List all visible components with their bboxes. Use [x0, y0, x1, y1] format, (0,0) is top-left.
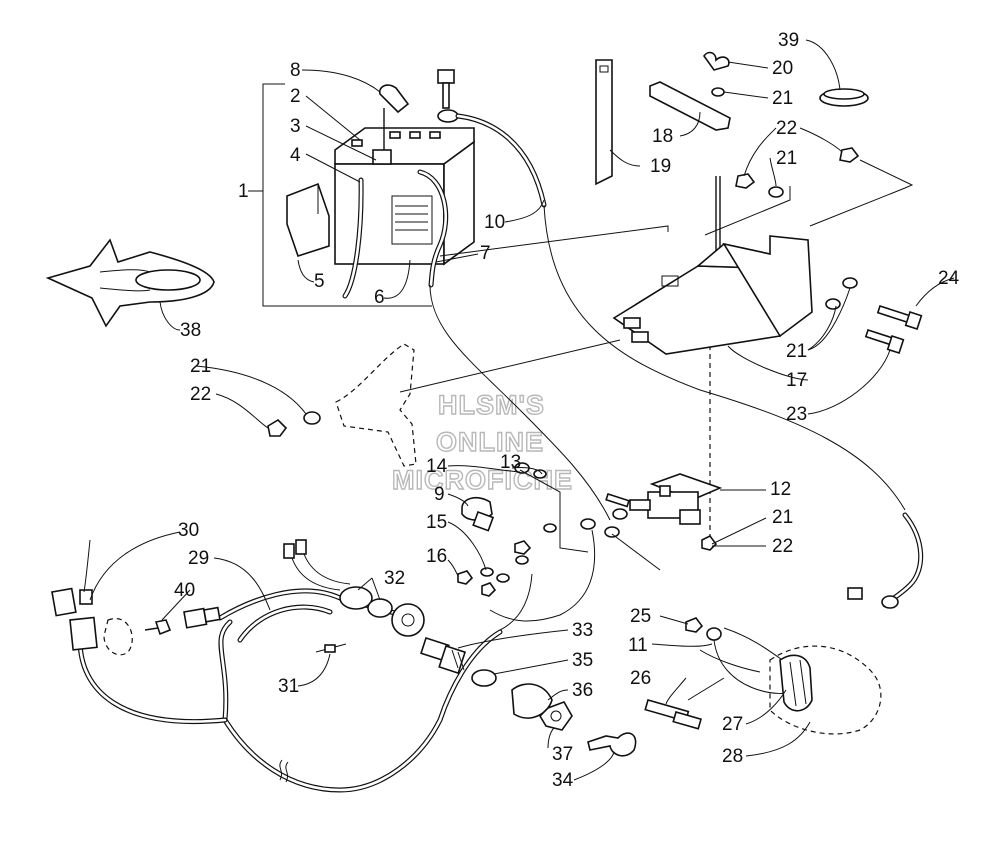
callout-8: 8	[290, 60, 301, 81]
springs	[644, 677, 725, 730]
battery-tray	[612, 235, 813, 355]
mounting-bracket	[267, 343, 417, 467]
callout-37: 37	[552, 744, 573, 765]
callout-18: 18	[652, 126, 673, 147]
watermark: HLSM'S ONLINE MICROFICHE	[391, 389, 573, 495]
callout-40: 40	[174, 580, 195, 601]
callout-16: 16	[426, 546, 447, 567]
diode	[315, 643, 347, 653]
callout-31: 31	[278, 676, 299, 697]
callout-21-c: 21	[786, 341, 807, 362]
starter-motor	[769, 645, 882, 735]
callouts: 1 2 3 4 5 6 7 8 9 10 11 12 13 14 15 16 1…	[174, 30, 960, 791]
watermark-line-2: ONLINE	[436, 427, 544, 457]
battery-terminal	[372, 149, 392, 165]
callout-22-b: 22	[190, 384, 211, 405]
callout-20: 20	[772, 58, 793, 79]
callout-36: 36	[572, 680, 593, 701]
callout-33: 33	[572, 620, 593, 641]
wing-nut	[703, 51, 730, 97]
callout-28: 28	[722, 746, 743, 767]
callout-14: 14	[426, 456, 448, 477]
tray-bolts	[825, 277, 923, 355]
leader-lines	[83, 39, 955, 781]
callout-29: 29	[188, 548, 209, 569]
callout-22-a: 22	[776, 118, 797, 139]
callout-35: 35	[572, 650, 593, 671]
callout-21-b: 21	[776, 148, 797, 169]
callout-2: 2	[290, 86, 301, 107]
terminal-bolt	[437, 69, 455, 109]
callout-24: 24	[938, 268, 960, 289]
callout-9: 9	[434, 484, 445, 505]
callout-23: 23	[786, 404, 807, 425]
callout-27: 27	[722, 714, 743, 735]
callout-7: 7	[480, 243, 491, 264]
callout-38: 38	[180, 320, 201, 341]
hold-down-strap	[595, 59, 613, 186]
callout-3: 3	[290, 116, 301, 137]
callout-39: 39	[778, 30, 799, 51]
screw	[144, 619, 172, 636]
callout-26: 26	[630, 668, 651, 689]
callout-4: 4	[290, 145, 301, 166]
battery-label-icon	[391, 195, 433, 245]
callout-21-a: 21	[772, 88, 793, 109]
callout-15: 15	[426, 512, 447, 533]
callout-22-c: 22	[772, 536, 793, 557]
callout-6: 6	[374, 287, 385, 308]
switch-hardware	[471, 669, 637, 757]
battery-group-bracket	[248, 83, 432, 307]
ignition-switch	[420, 636, 467, 675]
callout-19: 19	[650, 156, 671, 177]
hose-clamp	[819, 88, 869, 107]
callout-12: 12	[770, 479, 791, 500]
grommet	[339, 586, 425, 637]
callout-34: 34	[552, 770, 574, 791]
connector	[51, 587, 133, 656]
callout-32: 32	[384, 568, 405, 589]
callout-17: 17	[786, 370, 807, 391]
terminal-boot	[378, 84, 410, 150]
callout-21-d: 21	[190, 356, 211, 377]
decal	[45, 238, 215, 328]
hold-down-bracket	[649, 81, 731, 131]
callout-13: 13	[500, 452, 521, 473]
small-hardware	[457, 462, 630, 597]
watermark-line-1: HLSM'S	[438, 390, 545, 420]
callout-1: 1	[238, 181, 249, 202]
callout-21-e: 21	[772, 507, 793, 528]
long-cable	[847, 512, 924, 609]
callout-25: 25	[630, 606, 651, 627]
watermark-line-3: MICROFICHE	[392, 465, 573, 495]
callout-10: 10	[484, 212, 505, 233]
callout-5: 5	[314, 271, 325, 292]
battery	[334, 127, 475, 266]
battery-cover	[286, 182, 330, 258]
callout-30: 30	[178, 520, 199, 541]
starter-solenoid	[580, 473, 723, 551]
fuse	[461, 496, 495, 532]
callout-11: 11	[628, 635, 648, 656]
negative-cable	[437, 109, 547, 208]
